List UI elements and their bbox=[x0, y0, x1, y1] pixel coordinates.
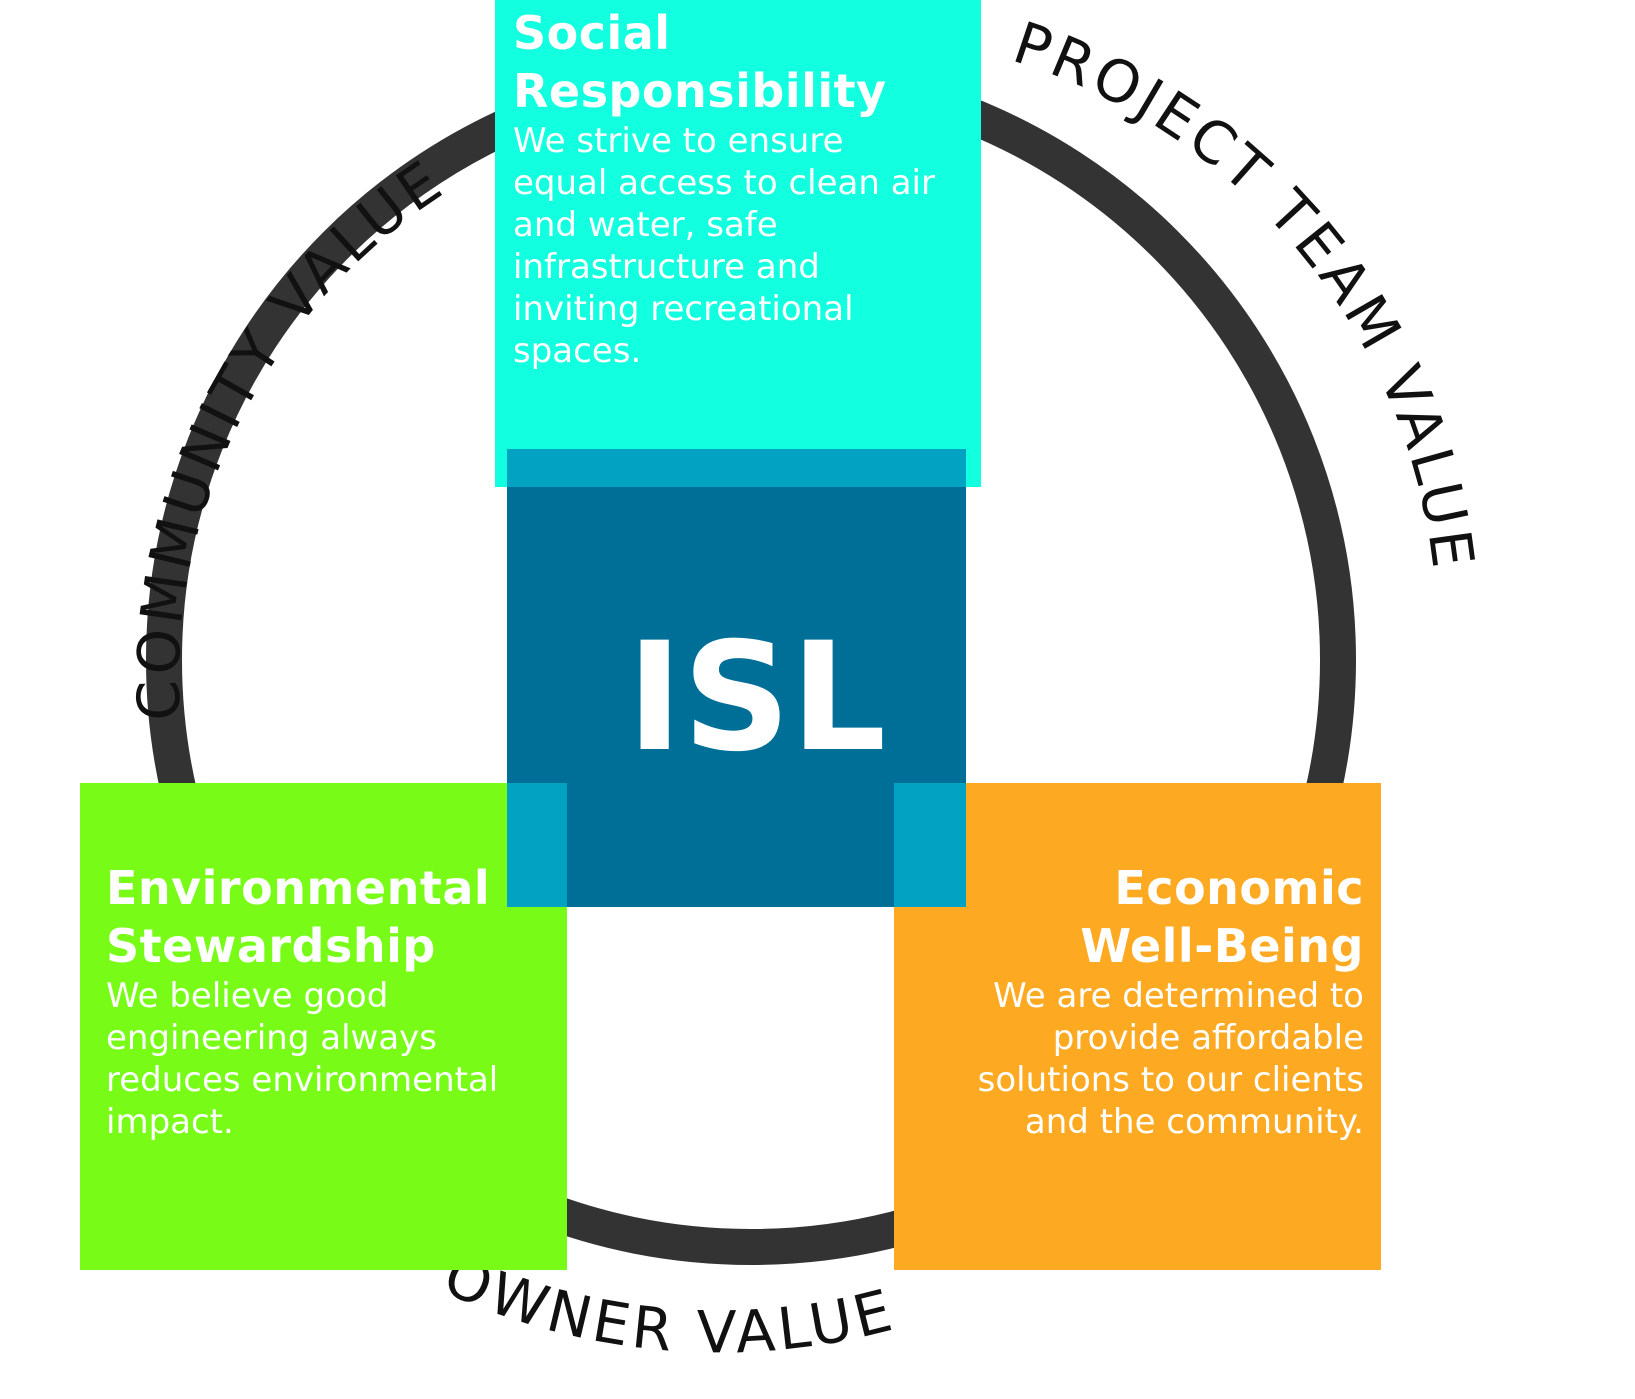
community-value-text: COMMUNITY VALUE bbox=[124, 146, 452, 722]
economic-well-being-box: Economic Well-Being We are determined to… bbox=[894, 783, 1381, 1270]
isl-center-box bbox=[507, 449, 966, 907]
overlap-social-center bbox=[507, 449, 966, 487]
economic-well-being-description: We are determined to provide affordable … bbox=[904, 975, 1364, 1143]
social-body-line: spaces. bbox=[513, 331, 642, 371]
environmental-stewardship-box: Environmental Stewardship We believe goo… bbox=[80, 783, 567, 1270]
environmental-stewardship-description: We believe good engineering always reduc… bbox=[106, 975, 557, 1143]
project-team-value-label: PROJECT TEAM VALUE bbox=[1006, 9, 1488, 576]
environmental-body-line: engineering always bbox=[106, 1018, 438, 1058]
social-body-line: equal access to clean air bbox=[513, 163, 935, 203]
social-title-line-2: Responsibility bbox=[513, 64, 887, 118]
economic-body-line: solutions to our clients bbox=[977, 1060, 1364, 1100]
economic-well-being-title: Economic Well-Being bbox=[904, 859, 1364, 975]
social-body-line: We strive to ensure bbox=[513, 121, 844, 161]
community-value-label: COMMUNITY VALUE bbox=[124, 146, 456, 722]
social-title-line-1: Social bbox=[513, 6, 671, 60]
environmental-body-line: reduces environmental bbox=[106, 1060, 499, 1100]
social-responsibility-description: We strive to ensure equal access to clea… bbox=[513, 120, 971, 372]
environmental-title-line-2: Stewardship bbox=[106, 919, 436, 973]
economic-body-line: We are determined to bbox=[993, 976, 1364, 1016]
environmental-body-line: impact. bbox=[106, 1102, 234, 1142]
social-responsibility-title: Social Responsibility bbox=[513, 4, 971, 120]
social-body-line: inviting recreational bbox=[513, 289, 854, 329]
social-responsibility-box: Social Responsibility We strive to ensur… bbox=[495, 0, 981, 487]
isl-logo-text: ISL bbox=[626, 611, 887, 785]
project-team-value-text: PROJECT TEAM VALUE bbox=[1006, 9, 1484, 576]
environmental-body-line: We believe good bbox=[106, 976, 389, 1016]
overlap-economic-center bbox=[894, 783, 966, 907]
social-body-line: and water, safe bbox=[513, 205, 778, 245]
environmental-stewardship-title: Environmental Stewardship bbox=[106, 859, 557, 975]
economic-body-line: provide affordable bbox=[1052, 1018, 1364, 1058]
economic-body-line: and the community. bbox=[1024, 1102, 1364, 1142]
social-body-line: infrastructure and bbox=[513, 247, 820, 287]
economic-title-line-1: Economic bbox=[1114, 861, 1364, 915]
overlap-environmental-center bbox=[507, 783, 567, 907]
environmental-title-line-1: Environmental bbox=[106, 861, 491, 915]
economic-title-line-2: Well-Being bbox=[1080, 919, 1364, 973]
